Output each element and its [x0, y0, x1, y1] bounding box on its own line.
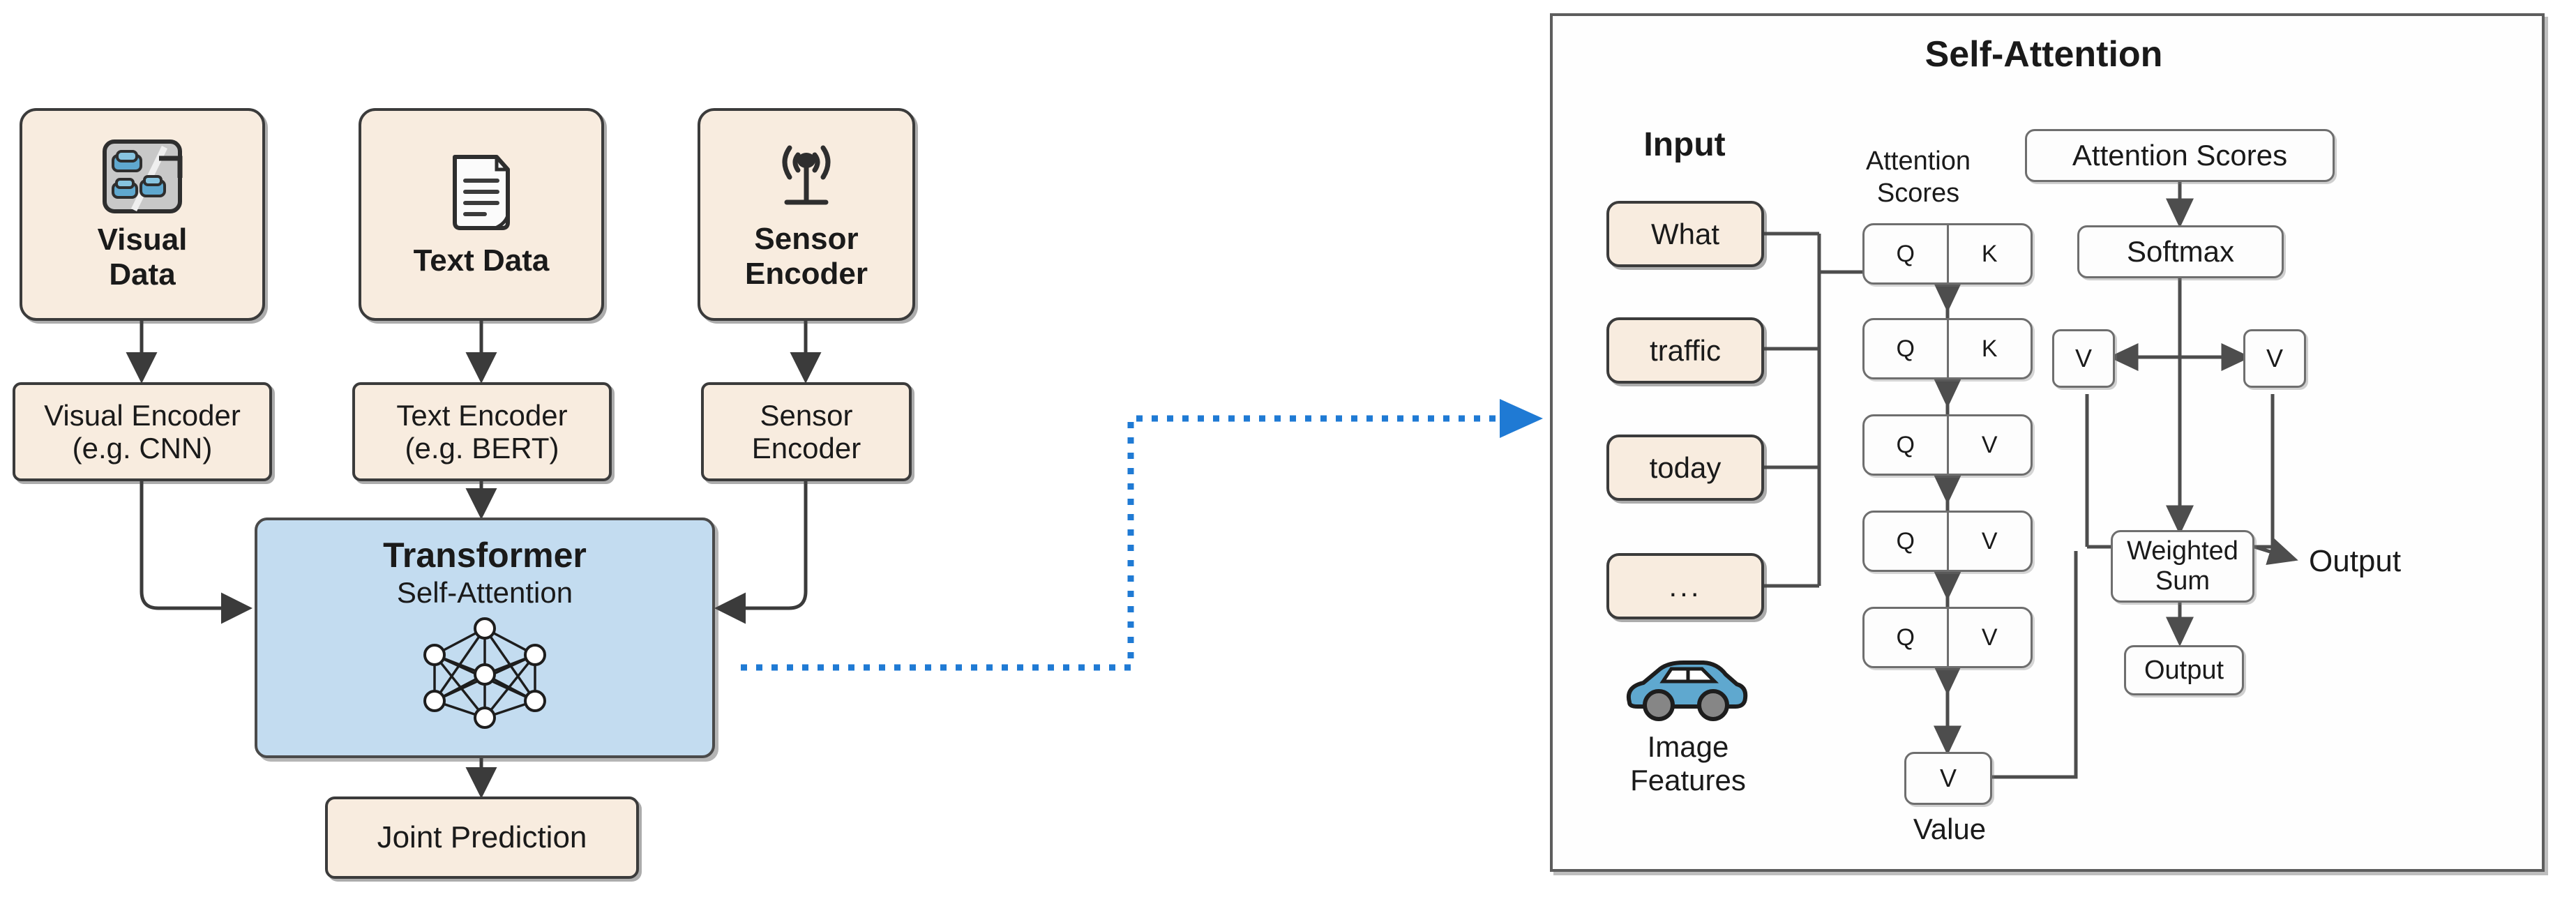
car-icon: [1620, 649, 1752, 725]
value-right-label: V: [2266, 343, 2283, 372]
attention-scores-column-heading-line1: Attention: [1866, 146, 1971, 176]
input-token-label: today: [1649, 451, 1722, 484]
visual-data-label-line1: Visual: [97, 222, 188, 257]
cell-divider: [1946, 320, 1949, 377]
text-encoder-label-line2: (e.g. BERT): [405, 432, 559, 465]
traffic-photo-icon: [98, 137, 187, 216]
input-heading: Input: [1643, 126, 1726, 163]
cell-divider: [1946, 513, 1949, 570]
attention-scores-box-label: Attention Scores: [2072, 139, 2288, 172]
visual-encoder-label-line2: (e.g. CNN): [72, 432, 213, 465]
transformer-node[interactable]: Transformer Self-Attention: [255, 518, 715, 758]
text-encoder-node[interactable]: Text Encoder (e.g. BERT): [352, 382, 612, 481]
joint-prediction-node[interactable]: Joint Prediction: [325, 796, 639, 879]
weighted-sum-box[interactable]: Weighted Sum: [2111, 530, 2254, 603]
attention-row-right-cell: V: [1981, 431, 1998, 458]
input-token-box[interactable]: What: [1606, 201, 1764, 267]
input-token-label: What: [1650, 217, 1720, 250]
cell-divider: [1946, 416, 1949, 474]
self-attention-panel-title: Self-Attention: [1925, 34, 2163, 75]
output-arrow-label: Output: [2309, 543, 2402, 578]
neural-network-icon: [415, 614, 555, 732]
input-token-label: traffic: [1650, 333, 1721, 367]
attention-scores-box[interactable]: Attention Scores: [2025, 129, 2335, 182]
attention-qv-row[interactable]: Q V: [1862, 414, 2033, 476]
value-left-label: V: [2074, 343, 2092, 372]
visual-encoder-node[interactable]: Visual Encoder (e.g. CNN): [13, 382, 272, 481]
text-data-node[interactable]: Text Data: [359, 108, 604, 321]
value-box-label: V: [1939, 763, 1957, 792]
softmax-box-label: Softmax: [2126, 235, 2235, 269]
attention-row-left-cell: Q: [1896, 624, 1915, 651]
output-box[interactable]: Output: [2124, 645, 2244, 695]
cell-divider: [1946, 225, 1949, 282]
attention-row-left-cell: Q: [1896, 335, 1915, 362]
sensor-encoder-label-line1: Sensor: [760, 398, 853, 432]
visual-data-node[interactable]: Visual Data: [20, 108, 265, 321]
visual-encoder-label-line1: Visual Encoder: [44, 398, 241, 432]
wireless-signal-icon: [762, 138, 851, 212]
value-caption: Value: [1913, 812, 1987, 845]
sensor-encoder-node[interactable]: Sensor Encoder: [701, 382, 912, 481]
attention-row-right-cell: K: [1981, 240, 1998, 267]
weighted-sum-label-line2: Sum: [2155, 566, 2210, 596]
value-left-box[interactable]: V: [2052, 329, 2115, 388]
sensor-encoder-label-line2: Encoder: [751, 432, 861, 465]
input-token-box[interactable]: ...: [1606, 553, 1764, 619]
text-data-label: Text Data: [413, 243, 550, 278]
attention-qv-row[interactable]: Q V: [1862, 607, 2033, 668]
transformer-subtitle: Self-Attention: [396, 576, 573, 609]
input-token-box[interactable]: traffic: [1606, 317, 1764, 384]
value-box[interactable]: V: [1904, 752, 1992, 805]
joint-prediction-label: Joint Prediction: [377, 820, 587, 855]
softmax-box[interactable]: Softmax: [2077, 225, 2284, 278]
image-features-label-line1: Image: [1647, 730, 1729, 763]
document-icon: [446, 151, 516, 234]
attention-row-left-cell: Q: [1896, 431, 1915, 458]
attention-row-right-cell: V: [1981, 527, 1998, 554]
attention-qk-row[interactable]: Q K: [1862, 318, 2033, 379]
image-features-label-line2: Features: [1630, 763, 1746, 796]
text-encoder-label-line1: Text Encoder: [396, 398, 568, 432]
input-token-label: ...: [1669, 569, 1702, 603]
attention-row-right-cell: V: [1981, 624, 1998, 651]
attention-qv-row[interactable]: Q V: [1862, 511, 2033, 572]
connector-arrowhead-icon: [1500, 399, 1543, 438]
transformer-title: Transformer: [383, 536, 587, 575]
attention-row-left-cell: Q: [1896, 527, 1915, 554]
input-token-box[interactable]: today: [1606, 435, 1764, 501]
output-box-label: Output: [2144, 655, 2224, 685]
sensor-data-label-line1: Sensor: [754, 222, 859, 257]
cell-divider: [1946, 609, 1949, 666]
attention-qk-row[interactable]: Q K: [1862, 223, 2033, 285]
visual-data-label-line2: Data: [109, 257, 176, 292]
sensor-data-label-line2: Encoder: [744, 256, 868, 291]
attention-row-left-cell: Q: [1896, 240, 1915, 267]
attention-scores-column-heading-line2: Scores: [1876, 179, 1960, 209]
value-right-box[interactable]: V: [2243, 329, 2306, 388]
attention-row-right-cell: K: [1981, 335, 1998, 362]
sensor-data-node[interactable]: Sensor Encoder: [698, 108, 915, 321]
weighted-sum-label-line1: Weighted: [2127, 536, 2238, 566]
